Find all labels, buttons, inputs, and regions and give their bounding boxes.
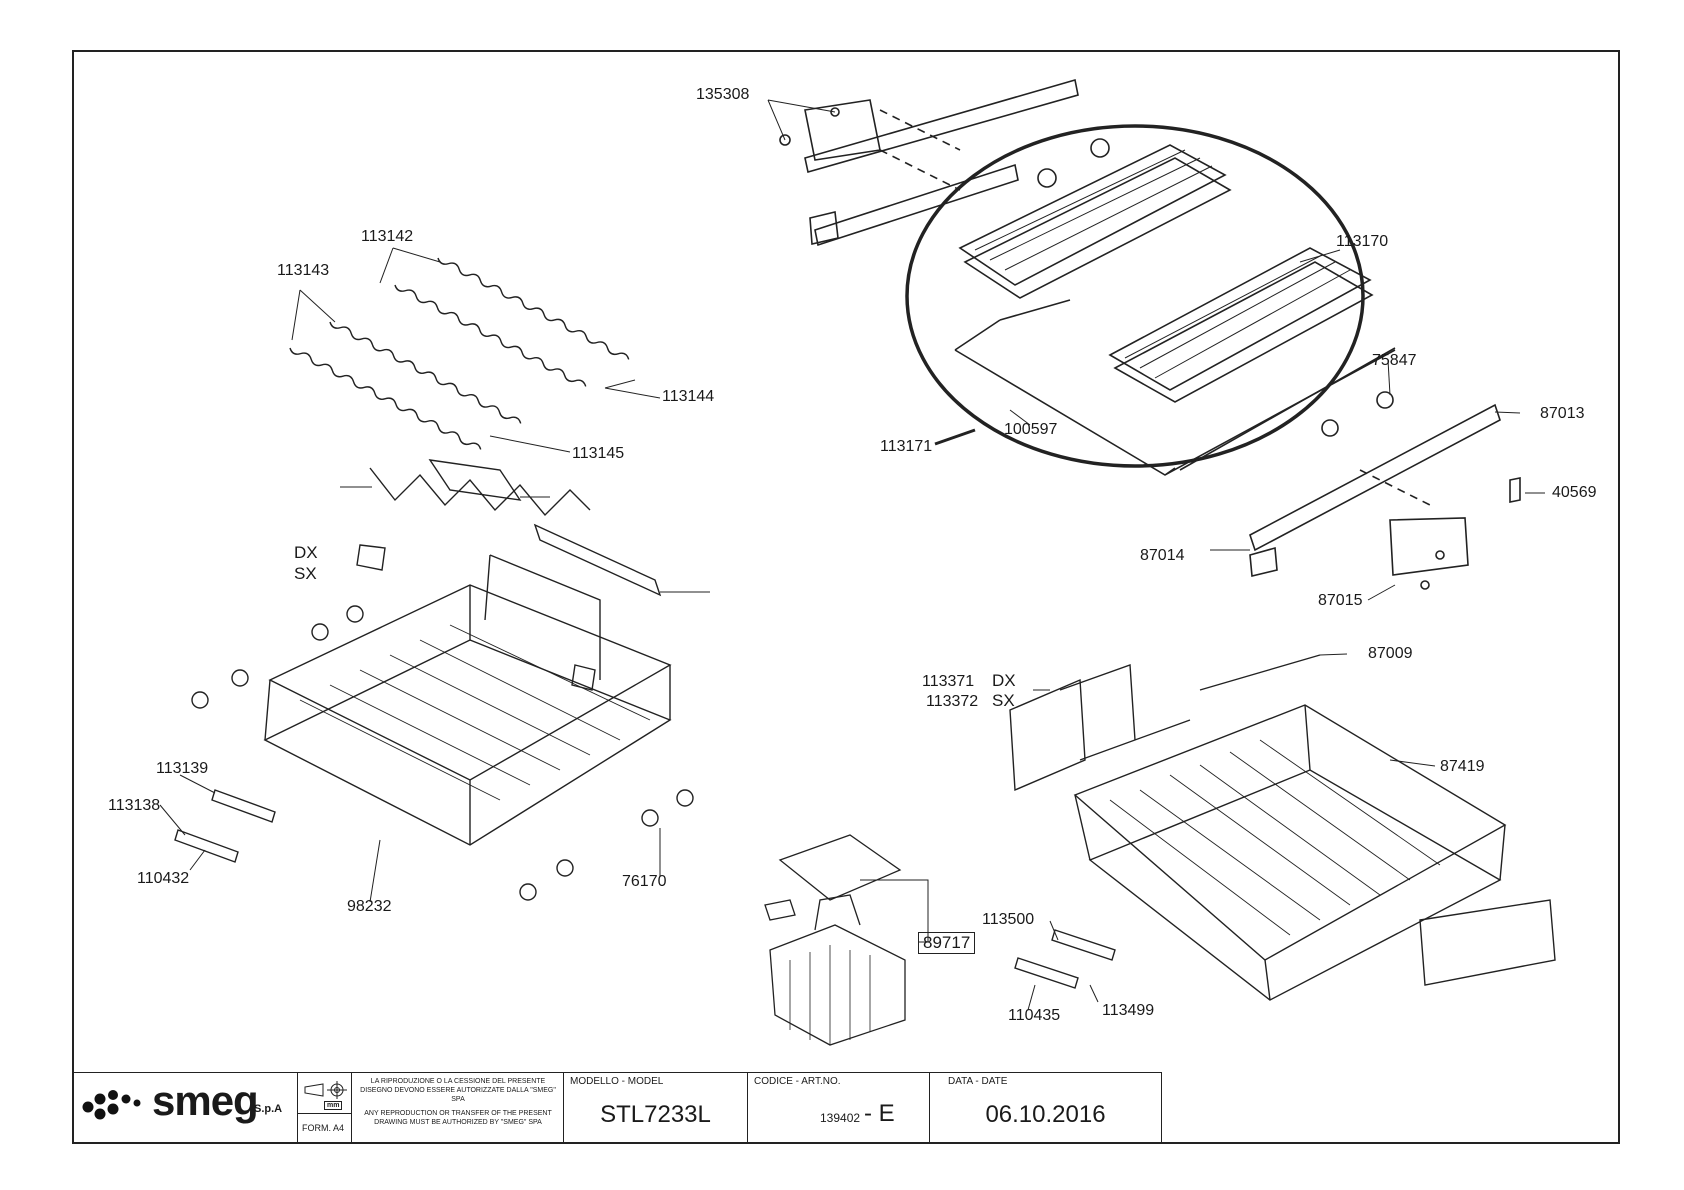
side-label-sx-1: SX [294,564,317,583]
part-label-75847: 75847 [1372,352,1417,369]
part-label-113371: 113371 [922,673,975,690]
part-label-113170: 113170 [1336,233,1389,250]
part-label-87419: 87419 [1440,758,1485,775]
upper-rail-right-art [1249,403,1521,590]
model-cell: MODELLO - MODEL STL7233L [564,1072,748,1142]
date-cell: DATA - DATE 06.10.2016 [930,1072,1162,1142]
code-value: 139402 [820,1111,861,1125]
part-label-40569: 40569 [1552,484,1597,501]
brand-cell: smeg S.p.A [72,1072,298,1142]
cutlery-tray-art [954,138,1396,476]
side-label-sx-2: SX [992,691,1015,710]
part-label-89717: 89717 [918,932,976,954]
code-cell: CODICE - ART.NO. 139402 - E [748,1072,930,1142]
part-label-113145: 113145 [572,445,625,462]
drawing-frame [72,50,1620,1144]
revision-value: - E [864,1100,895,1127]
side-label-dx-1: DX [294,543,318,562]
unit-cell: mm FORM. A4 [298,1072,352,1142]
upper-basket-art [1009,654,1556,1001]
upper-rail-left-art [779,78,1079,247]
part-label-113142: 113142 [361,228,414,245]
part-label-113372: 113372 [926,693,979,710]
part-label-135308: 135308 [696,86,750,103]
part-label-113138: 113138 [108,797,161,814]
part-label-110435: 110435 [1008,1007,1061,1024]
date-header: DATA - DATE [948,1076,1008,1087]
brand-logo-text: smeg [152,1077,259,1124]
lower-basket-art [174,544,694,901]
part-label-76170: 76170 [622,873,667,890]
part-label-113499: 113499 [1102,1002,1155,1019]
date-value: 06.10.2016 [985,1101,1106,1128]
notice-italian: LA RIPRODUZIONE O LA CESSIONE DEL PRESEN… [360,1078,556,1103]
part-label-113171: 113171 [880,438,933,455]
model-value: STL7233L [600,1101,711,1128]
part-label-113144: 113144 [662,388,715,405]
unit-label: mm [324,1101,343,1110]
callout-leader-lines [159,99,1545,1011]
notice-cell: LA RIPRODUZIONE O LA CESSIONE DEL PRESEN… [352,1072,564,1142]
part-label-110432: 110432 [137,870,190,887]
cutlery-basket-art [764,834,906,1046]
company-suffix: S.p.A [254,1103,283,1115]
part-label-87009: 87009 [1368,645,1413,662]
smeg-logo-dots-icon [82,1090,141,1120]
format-label: FORM. A4 [302,1123,345,1133]
projection-symbol-icon [304,1081,347,1099]
side-label-dx-2: DX [992,671,1016,690]
code-header: CODICE - ART.NO. [754,1076,841,1087]
part-label-113143: 113143 [277,262,330,279]
part-label-87015: 87015 [1318,592,1363,609]
part-label-87013: 87013 [1540,405,1585,422]
part-label-113139: 113139 [156,760,209,777]
rack-tine-rows-art [289,257,662,597]
notice-english: ANY REPRODUCTION OR TRANSFER OF THE PRES… [364,1110,552,1126]
model-header: MODELLO - MODEL [570,1076,664,1087]
part-label-100597: 100597 [1004,421,1058,438]
part-label-113500: 113500 [982,911,1035,928]
part-label-98232: 98232 [347,898,392,915]
part-label-87014: 87014 [1140,547,1185,564]
cutlery-tray-highlight-ellipse [905,124,1365,468]
